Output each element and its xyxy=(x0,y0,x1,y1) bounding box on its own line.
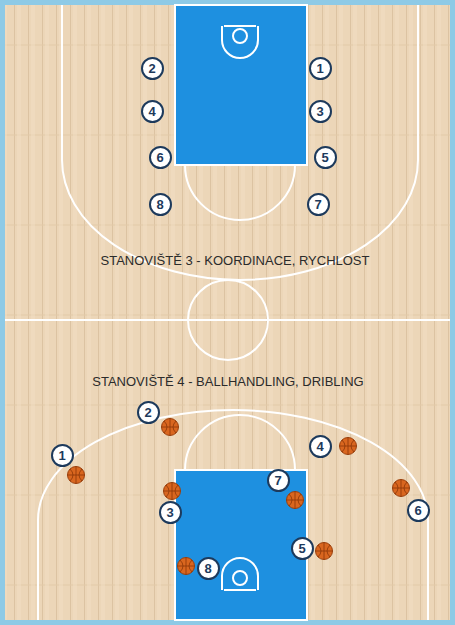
station-label: STANOVIŠTĚ 3 - KOORDINACE, RYCHLOST xyxy=(101,253,370,268)
number-circle: 5 xyxy=(314,146,337,169)
callout-number: 2 xyxy=(144,406,151,419)
callout-number: 3 xyxy=(316,105,323,118)
callout-number: 5 xyxy=(321,151,328,164)
number-circle: 1 xyxy=(309,57,332,80)
callout-number: 8 xyxy=(156,198,163,211)
number-circle: 3 xyxy=(309,100,332,123)
callout-number: 6 xyxy=(156,151,163,164)
number-circle: 2 xyxy=(141,57,164,80)
number-circle: 8 xyxy=(197,557,220,580)
callout-number: 1 xyxy=(316,62,323,75)
number-circle: 5 xyxy=(291,537,314,560)
callout-number: 5 xyxy=(298,542,305,555)
number-circle: 7 xyxy=(267,469,290,492)
number-circle: 6 xyxy=(149,146,172,169)
callout-number: 4 xyxy=(316,440,323,453)
callout-number: 8 xyxy=(204,562,211,575)
number-circle: 4 xyxy=(309,435,332,458)
callout-number: 2 xyxy=(148,62,155,75)
callout-number: 6 xyxy=(414,504,421,517)
callout-number: 7 xyxy=(274,474,281,487)
number-circle: 6 xyxy=(407,499,430,522)
callout-number: 3 xyxy=(166,506,173,519)
station-label: STANOVIŠTĚ 4 - BALLHANDLING, DRIBLING xyxy=(92,374,363,389)
number-circle: 7 xyxy=(307,193,330,216)
callout-number: 1 xyxy=(58,449,65,462)
number-circle: 4 xyxy=(141,100,164,123)
number-circle: 2 xyxy=(137,401,160,424)
callout-number: 4 xyxy=(148,105,155,118)
callout-number: 7 xyxy=(314,198,321,211)
number-circle: 1 xyxy=(51,444,74,467)
number-circle: 3 xyxy=(159,501,182,524)
number-circle: 8 xyxy=(149,193,172,216)
